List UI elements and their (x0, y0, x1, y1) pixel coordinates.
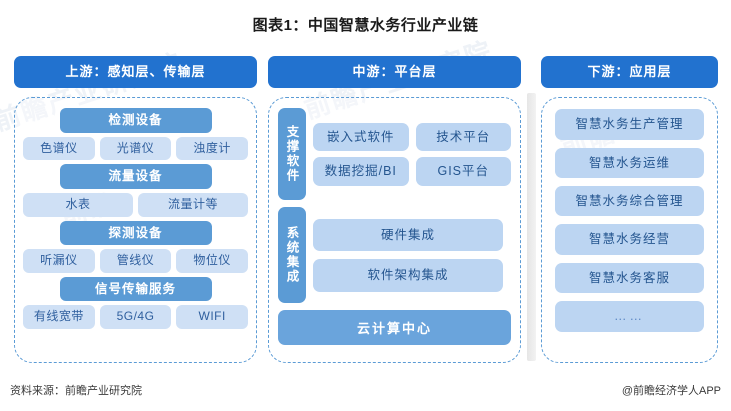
item-box[interactable]: 物位仪 (176, 249, 249, 273)
column-divider (527, 93, 536, 361)
page-title: 图表1：中国智慧水务行业产业链 (252, 17, 479, 34)
item-box[interactable]: 技术平台 (415, 122, 511, 152)
midstream-block-support: 支撑软件 嵌入式软件 技术平台 数据挖掘/BI GIS平台 (278, 108, 511, 201)
list-item[interactable]: 智慧水务综合管理 (555, 186, 704, 217)
upstream-body: 检测设备 色谱仪 光谱仪 浊度计 流量设备 水表 流量计等 探测设备 听漏仪 (14, 97, 257, 364)
group-title-flow: 流量设备 (59, 164, 212, 189)
upstream-group: 检测设备 色谱仪 光谱仪 浊度计 (23, 108, 249, 161)
item-box[interactable]: 听漏仪 (23, 249, 95, 273)
group-items-detection: 色谱仪 光谱仪 浊度计 (23, 136, 249, 161)
item-box[interactable]: 硬件集成 (313, 218, 503, 252)
vertical-label-support: 支撑软件 (278, 108, 306, 201)
item-box[interactable]: 流量计等 (138, 192, 248, 217)
item-box[interactable]: 数据挖掘/BI (313, 157, 409, 186)
list-item[interactable]: 智慧水务客服 (555, 262, 704, 294)
upstream-column: 上游：感知层、传输层 检测设备 色谱仪 光谱仪 浊度计 流量设备 水表 流量计等… (14, 56, 257, 364)
cloud-computing-center-box[interactable]: 云计算中心 (278, 310, 511, 346)
integration-stack: 硬件集成 软件架构集成 (313, 207, 511, 303)
midstream-body: 支撑软件 嵌入式软件 技术平台 数据挖掘/BI GIS平台 系统集成 硬件集成 (268, 97, 521, 364)
list-item[interactable]: 智慧水务生产管理 (555, 109, 704, 140)
upstream-group: 探测设备 听漏仪 管线仪 物位仪 (23, 220, 249, 273)
upstream-group: 信号传输服务 有线宽带 5G/4G WIFI (23, 276, 249, 329)
group-items-probe: 听漏仪 管线仪 物位仪 (23, 249, 249, 273)
source-note: 资料来源：前瞻产业研究院 (10, 385, 142, 397)
list-item-ellipsis: …… (555, 301, 704, 332)
item-box[interactable]: GIS平台 (415, 157, 511, 186)
list-item[interactable]: 智慧水务运维 (555, 147, 704, 179)
downstream-body: 智慧水务生产管理 智慧水务运维 智慧水务综合管理 智慧水务经营 智慧水务客服 …… (541, 97, 718, 364)
vertical-label-integration: 系统集成 (278, 207, 306, 304)
group-items-signal: 有线宽带 5G/4G WIFI (23, 305, 249, 329)
support-row: 数据挖掘/BI GIS平台 (313, 157, 511, 186)
item-box[interactable]: 水表 (23, 192, 133, 217)
item-box[interactable]: 管线仪 (99, 249, 172, 273)
group-title-signal: 信号传输服务 (59, 276, 212, 302)
brand-note: @前瞻经济学人APP (621, 385, 721, 397)
downstream-header: 下游：应用层 (541, 56, 718, 89)
downstream-list: 智慧水务生产管理 智慧水务运维 智慧水务综合管理 智慧水务经营 智慧水务客服 …… (555, 109, 704, 332)
item-box[interactable]: WIFI (176, 305, 249, 329)
midstream-block-integration: 系统集成 硬件集成 软件架构集成 (278, 207, 511, 304)
item-box[interactable]: 色谱仪 (23, 136, 95, 161)
midstream-column: 中游：平台层 支撑软件 嵌入式软件 技术平台 数据挖掘/BI GIS平台 系统集… (268, 56, 521, 364)
midstream-header: 中游：平台层 (268, 56, 521, 89)
item-box[interactable]: 5G/4G (99, 305, 172, 329)
item-box[interactable]: 嵌入式软件 (313, 122, 409, 152)
group-items-flow: 水表 流量计等 (23, 192, 248, 217)
item-box[interactable]: 光谱仪 (99, 136, 172, 161)
downstream-column: 下游：应用层 智慧水务生产管理 智慧水务运维 智慧水务综合管理 智慧水务经营 智… (541, 56, 718, 364)
item-box[interactable]: 软件架构集成 (313, 259, 503, 292)
support-grid: 嵌入式软件 技术平台 数据挖掘/BI GIS平台 (313, 108, 511, 200)
item-box[interactable]: 有线宽带 (23, 305, 95, 329)
group-title-probe: 探测设备 (59, 220, 212, 246)
item-box[interactable]: 浊度计 (176, 136, 249, 161)
support-row: 嵌入式软件 技术平台 (313, 122, 511, 152)
upstream-group: 流量设备 水表 流量计等 (23, 164, 248, 217)
group-title-detection: 检测设备 (59, 108, 212, 133)
upstream-header: 上游：感知层、传输层 (14, 56, 257, 89)
list-item[interactable]: 智慧水务经营 (555, 224, 704, 255)
